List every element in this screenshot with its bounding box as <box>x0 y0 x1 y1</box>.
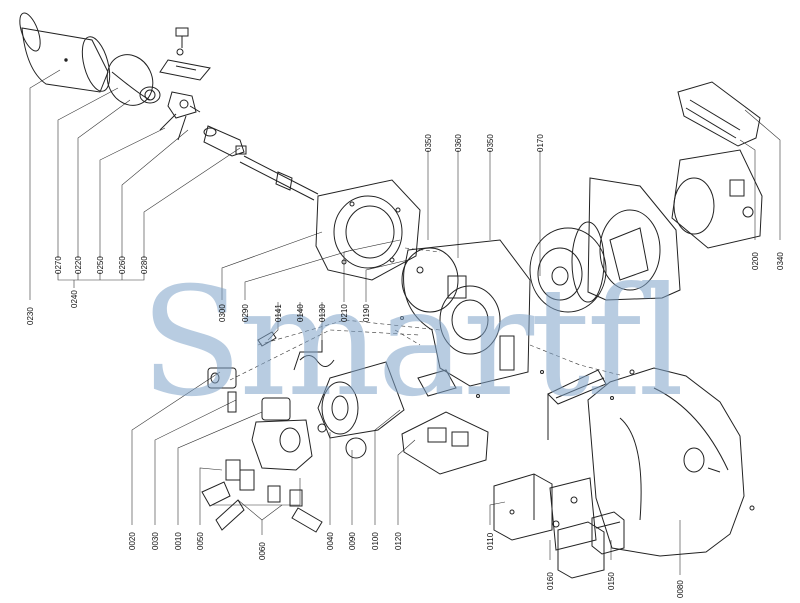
part-0020-coil <box>208 368 236 412</box>
part-0130-rod <box>258 332 334 371</box>
label-0300: 0300 <box>218 304 227 322</box>
part-0160-module <box>558 522 604 578</box>
part-plate <box>550 478 596 550</box>
label-0030: 0030 <box>151 532 160 550</box>
part-0150-connector <box>592 512 624 554</box>
label-0130: 0130 <box>318 304 327 322</box>
label-0110: 0110 <box>486 532 495 550</box>
label-0340: 0340 <box>776 252 785 270</box>
label-0160: 0160 <box>546 572 555 590</box>
label-0141: 0141 <box>274 304 283 322</box>
label-0040: 0040 <box>326 532 335 550</box>
label-0100: 0100 <box>371 532 380 550</box>
part-0340-cover <box>678 82 760 146</box>
part-0010-pump <box>252 398 312 470</box>
part-panel <box>548 370 606 440</box>
label-0150: 0150 <box>607 572 616 590</box>
part-0360-housing <box>402 240 530 386</box>
part-0110-relay <box>494 474 552 540</box>
label-0360: 0360 <box>454 134 463 152</box>
part-0220-bracket <box>160 28 210 80</box>
label-0230: 0230 <box>26 307 35 325</box>
part-0280-lance <box>204 126 318 200</box>
watermark: Smartflam <box>140 258 680 428</box>
label-0350-b: 0350 <box>486 134 495 152</box>
part-0250-swirler <box>160 92 200 140</box>
label-0270: 0270 <box>54 256 63 274</box>
part-volute <box>588 178 680 300</box>
label-0020: 0020 <box>128 532 137 550</box>
label-0240: 0240 <box>70 290 79 308</box>
label-0210: 0210 <box>340 304 349 322</box>
part-0230-cylinder <box>16 10 115 94</box>
part-0080-cover <box>588 368 744 556</box>
label-0090: 0090 <box>348 532 357 550</box>
part-screws <box>401 317 755 511</box>
label-0250: 0250 <box>96 256 105 274</box>
part-0090-motor <box>318 362 404 458</box>
label-0080: 0080 <box>676 580 685 598</box>
part-0120-board <box>402 370 488 474</box>
label-0140: 0140 <box>296 304 305 322</box>
label-0350-a: 0350 <box>424 134 433 152</box>
label-0050: 0050 <box>196 532 205 550</box>
label-0190: 0190 <box>362 304 371 322</box>
part-0300-flange <box>316 180 420 280</box>
label-0200: 0200 <box>751 252 760 270</box>
label-0060: 0060 <box>258 542 267 560</box>
part-0200-air-box <box>672 150 762 248</box>
part-0270-cone <box>99 47 161 113</box>
label-0170: 0170 <box>536 134 545 152</box>
label-0010: 0010 <box>174 532 183 550</box>
label-0220: 0220 <box>74 256 83 274</box>
part-0170-fan-wheel <box>530 222 606 312</box>
part-0060-fittings <box>202 460 322 532</box>
label-0290: 0290 <box>241 304 250 322</box>
label-0260: 0260 <box>118 256 127 274</box>
label-0120: 0120 <box>394 532 403 550</box>
label-0280: 0280 <box>140 256 149 274</box>
